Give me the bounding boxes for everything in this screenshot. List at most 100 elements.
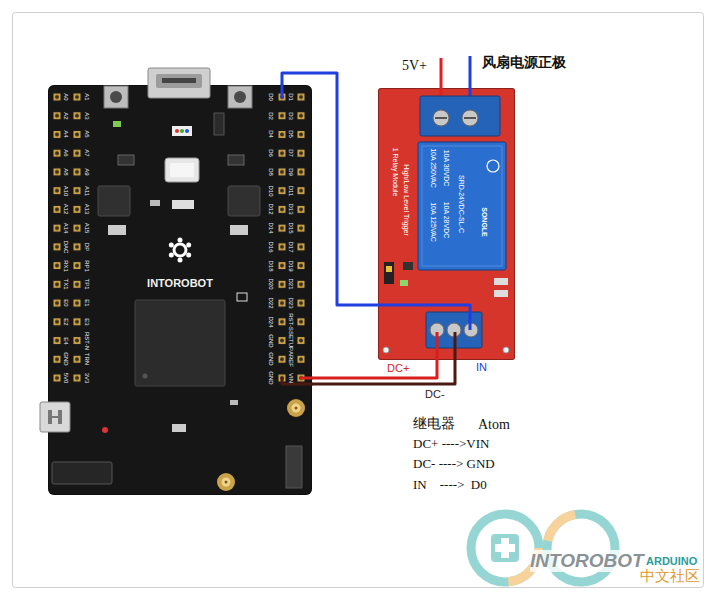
wire-stub: [282, 85, 312, 384]
antenna-connector: [222, 478, 231, 487]
pin-name: RST-S: [288, 313, 295, 331]
pin-name: GND: [268, 371, 275, 384]
brand-text: SONGLE: [480, 207, 488, 237]
pin-name: A10: [63, 185, 70, 196]
smd-parts: [150, 200, 160, 206]
pin-name: SETUP: [288, 331, 295, 351]
relay-parts: [494, 290, 508, 297]
wire-stub: [301, 377, 312, 380]
relay-parts: [386, 266, 392, 272]
pin-name: GND: [63, 353, 70, 366]
smd-parts: [214, 113, 224, 135]
smd-parts: [228, 155, 244, 165]
module-text: 1 Relay Module: [391, 148, 399, 197]
antenna-connector: [287, 399, 305, 417]
led-dot: [102, 427, 108, 433]
pin-name: A2: [63, 112, 70, 119]
pin-header: [53, 88, 305, 388]
pin-name: D22: [268, 298, 275, 309]
pin-name: D8: [268, 168, 275, 176]
chip: [98, 158, 260, 386]
relay-cube: [422, 146, 502, 266]
watermark-logo: [471, 514, 539, 582]
relay-parts: [383, 262, 509, 353]
pin-name: D11: [288, 185, 295, 196]
pin-name: TRN: [84, 353, 91, 365]
relay-parts: [400, 280, 408, 286]
usb-connector: [148, 68, 210, 98]
watermark: ARDUINO: [646, 555, 697, 568]
board-logo: [178, 258, 183, 263]
relay-parts: [383, 347, 389, 353]
smd-parts: [108, 113, 248, 432]
pin-name: VIN: [288, 373, 295, 383]
module-text: High/Low Level Trigger: [402, 164, 410, 236]
relay-module: 1 Relay ModuleHigh/Low Level Trigger 10A …: [378, 88, 515, 360]
wire-stub: [378, 305, 470, 330]
usb-connector: [148, 68, 210, 98]
pin-name: D3: [288, 112, 295, 120]
pin-name: A14: [63, 223, 70, 234]
pin-name: D15: [288, 223, 295, 234]
pin-name: D23: [288, 298, 295, 309]
supply-label: 5V+: [402, 58, 427, 74]
watermark-logo: [495, 544, 515, 552]
pin-name: A7: [84, 150, 91, 157]
pin-name: RX1: [63, 260, 70, 272]
antenna-connector: [217, 473, 235, 491]
pin-name: E2: [63, 318, 70, 325]
pin-name: 3V3: [84, 373, 91, 384]
watermark: INTOROBOT: [530, 550, 644, 572]
pin-name: D20: [268, 279, 275, 290]
pin-name: D17: [288, 241, 295, 252]
wire: [312, 360, 455, 384]
relay-parts: [384, 262, 394, 284]
pin-name: 5V0: [63, 373, 70, 384]
terminal-block: [462, 110, 478, 126]
pin-name: A13: [84, 204, 91, 215]
smd-parts: [230, 400, 238, 405]
relay-parts: [403, 262, 413, 270]
smd-parts: [175, 129, 179, 133]
pin-name: A6: [63, 150, 70, 157]
board-logo: [169, 253, 174, 258]
rating-text: 10A 30VDC: [442, 150, 450, 187]
pin-header: [53, 88, 61, 388]
usb-connector: [156, 74, 202, 88]
battery-connector: [40, 402, 70, 432]
table-header: 继电器: [413, 416, 455, 432]
pin-name: E0: [63, 299, 70, 306]
pin-name: A12: [63, 204, 70, 215]
pin-name: A3: [84, 112, 91, 119]
pin-name: D10: [268, 185, 275, 196]
pin-name: D7: [288, 149, 295, 157]
pin-header: [278, 88, 286, 388]
relay-cube: [487, 160, 499, 172]
smd-block: [52, 462, 112, 484]
terminal-block: [464, 117, 476, 119]
watermark: 中文社区: [640, 567, 700, 584]
pin-name: A1: [84, 93, 91, 100]
relay-cube: [418, 142, 506, 270]
pin-name: A0: [63, 93, 70, 100]
terminal-block: [420, 96, 500, 136]
smd-parts: [113, 121, 121, 127]
board-illustration: [48, 85, 312, 495]
signal-name: DC-: [425, 388, 445, 401]
chip: [165, 158, 199, 182]
antenna-connector: [292, 404, 301, 413]
wire-stub: [436, 332, 439, 360]
pin-name: D19: [288, 260, 295, 271]
model-text: SRD-24VDC-SL-C: [457, 175, 465, 233]
wiring-note: IN ----> D0: [413, 478, 487, 493]
pin-name: D18: [268, 260, 275, 271]
wire-stub: [281, 85, 284, 97]
table-header: Atom: [478, 417, 510, 433]
antenna-connector: [225, 481, 228, 484]
board-logo: [178, 238, 183, 243]
pin-name: RP1: [84, 260, 91, 272]
pin-header: [297, 88, 305, 388]
board-brand: INTOROBOT: [147, 277, 213, 290]
wiring-note: DC- ----> GND: [413, 457, 495, 472]
rating-text: 10A 28VDC: [442, 202, 450, 239]
